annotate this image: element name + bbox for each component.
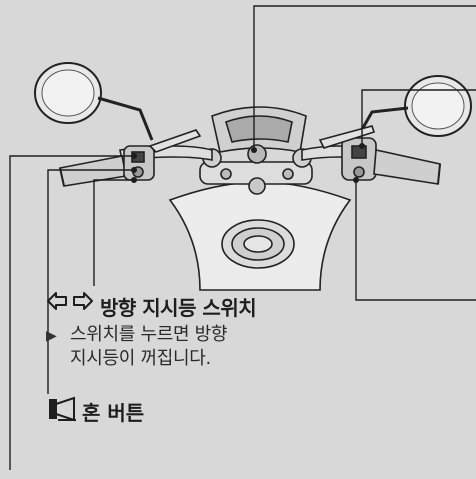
turn-signal-note-line-2: 지시등이 꺼집니다. bbox=[70, 348, 211, 369]
turn-signal-callout-line bbox=[93, 179, 134, 286]
callout-dots bbox=[131, 143, 365, 183]
right-lower-callout-line bbox=[355, 180, 476, 301]
left-mirror bbox=[34, 62, 154, 141]
turn-signal-switch-title: 방향 지시등 스위치 bbox=[100, 296, 257, 320]
motorcycle-body bbox=[168, 106, 352, 291]
turn-signal-note-line-1: ▶스위치를 누르면 방향 bbox=[46, 324, 228, 345]
left-right-arrows-icon bbox=[47, 292, 93, 310]
callout-lines bbox=[9, 5, 476, 470]
note-bullet-icon: ▶ bbox=[46, 328, 57, 344]
left-upper-callout-line bbox=[9, 155, 134, 470]
right-mirror bbox=[354, 75, 472, 141]
right-switch-callout-line bbox=[361, 89, 476, 146]
horn-button-title: 혼 버튼 bbox=[82, 401, 145, 425]
horn-icon bbox=[49, 396, 76, 422]
handlebar bbox=[59, 125, 441, 187]
horn-callout-line bbox=[47, 169, 134, 394]
ignition-callout-line bbox=[253, 5, 476, 150]
